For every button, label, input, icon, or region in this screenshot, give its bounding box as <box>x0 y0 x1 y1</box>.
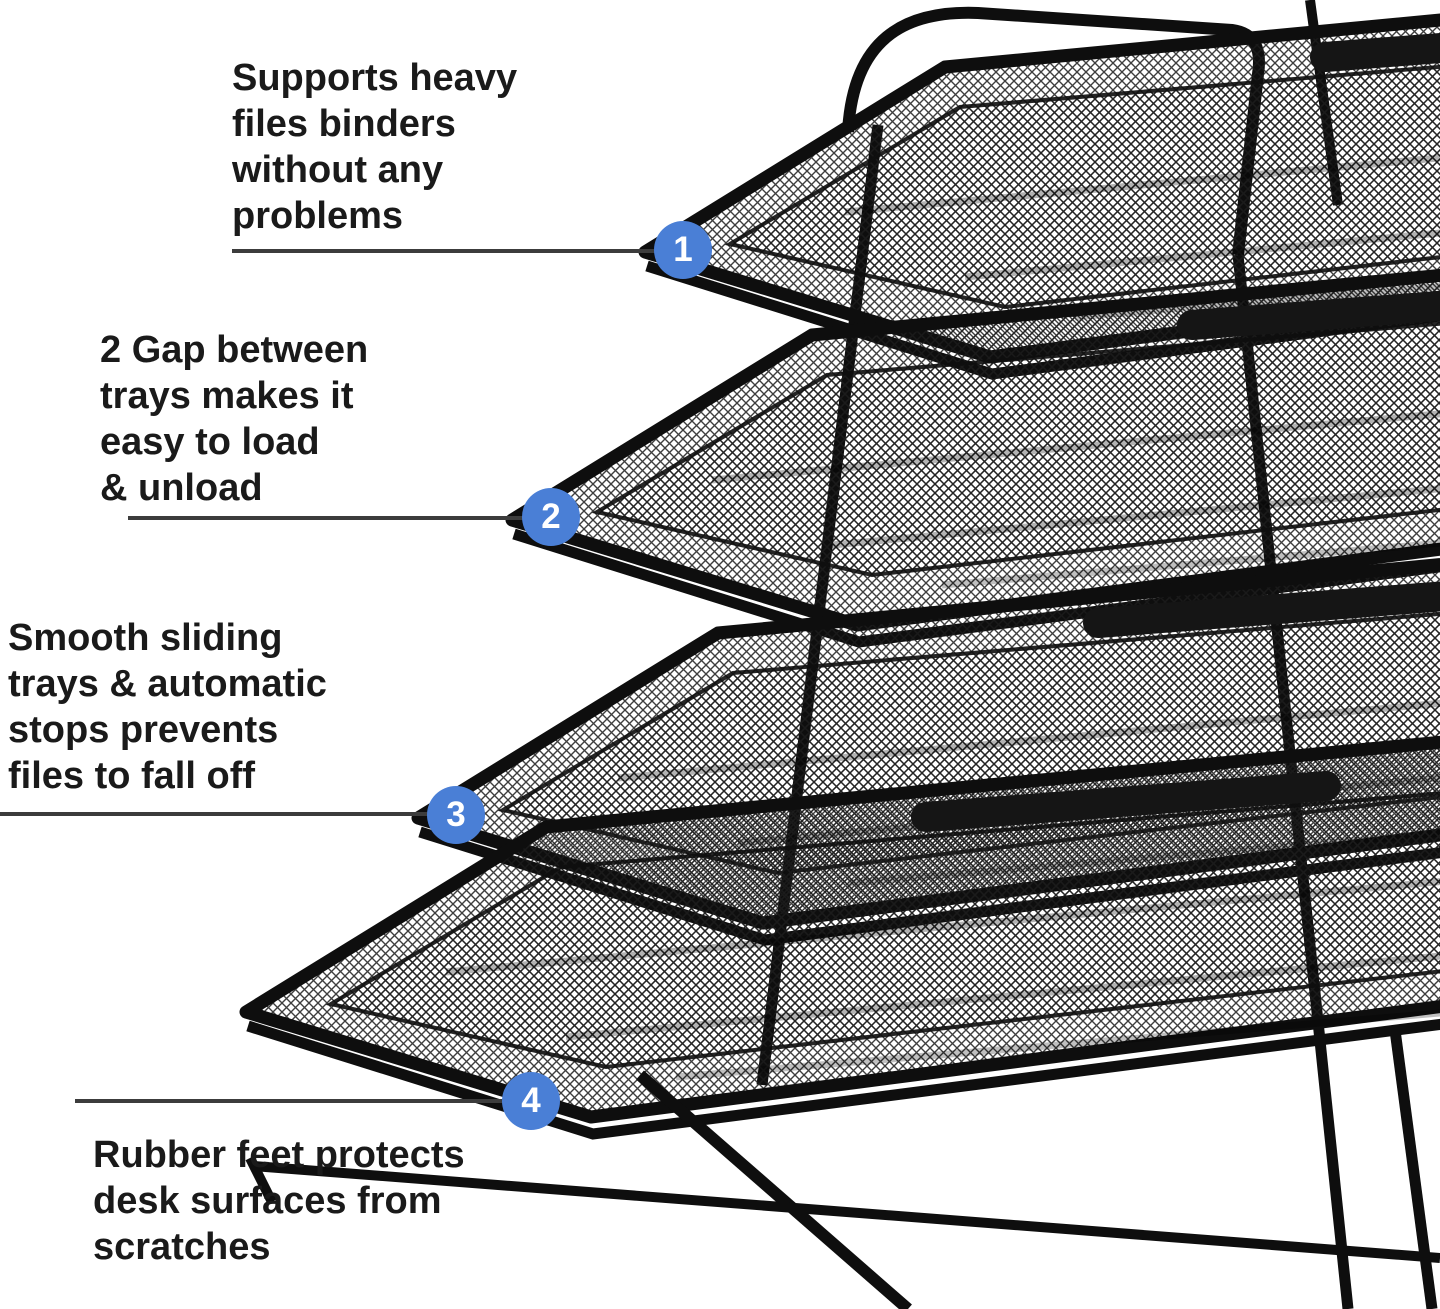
annotation-text-2: 2 Gap between trays makes it easy to loa… <box>100 329 369 509</box>
number-badge-3: 3 <box>427 786 485 844</box>
annotation-text-1: Supports heavy files binders without any… <box>232 57 518 237</box>
number-badge-1: 1 <box>654 221 712 279</box>
number-badge-4: 4 <box>502 1072 560 1130</box>
annotation-text-4: Rubber feet protects desk surfaces from … <box>93 1134 465 1268</box>
leader-line-2 <box>128 516 526 520</box>
leader-line-1 <box>232 249 657 253</box>
leader-line-3 <box>0 812 430 816</box>
annotation-text-3: Smooth sliding trays & automatic stops p… <box>8 617 327 797</box>
number-badge-2: 2 <box>522 488 580 546</box>
base-legs <box>245 1029 1440 1309</box>
leader-line-4 <box>75 1099 505 1103</box>
